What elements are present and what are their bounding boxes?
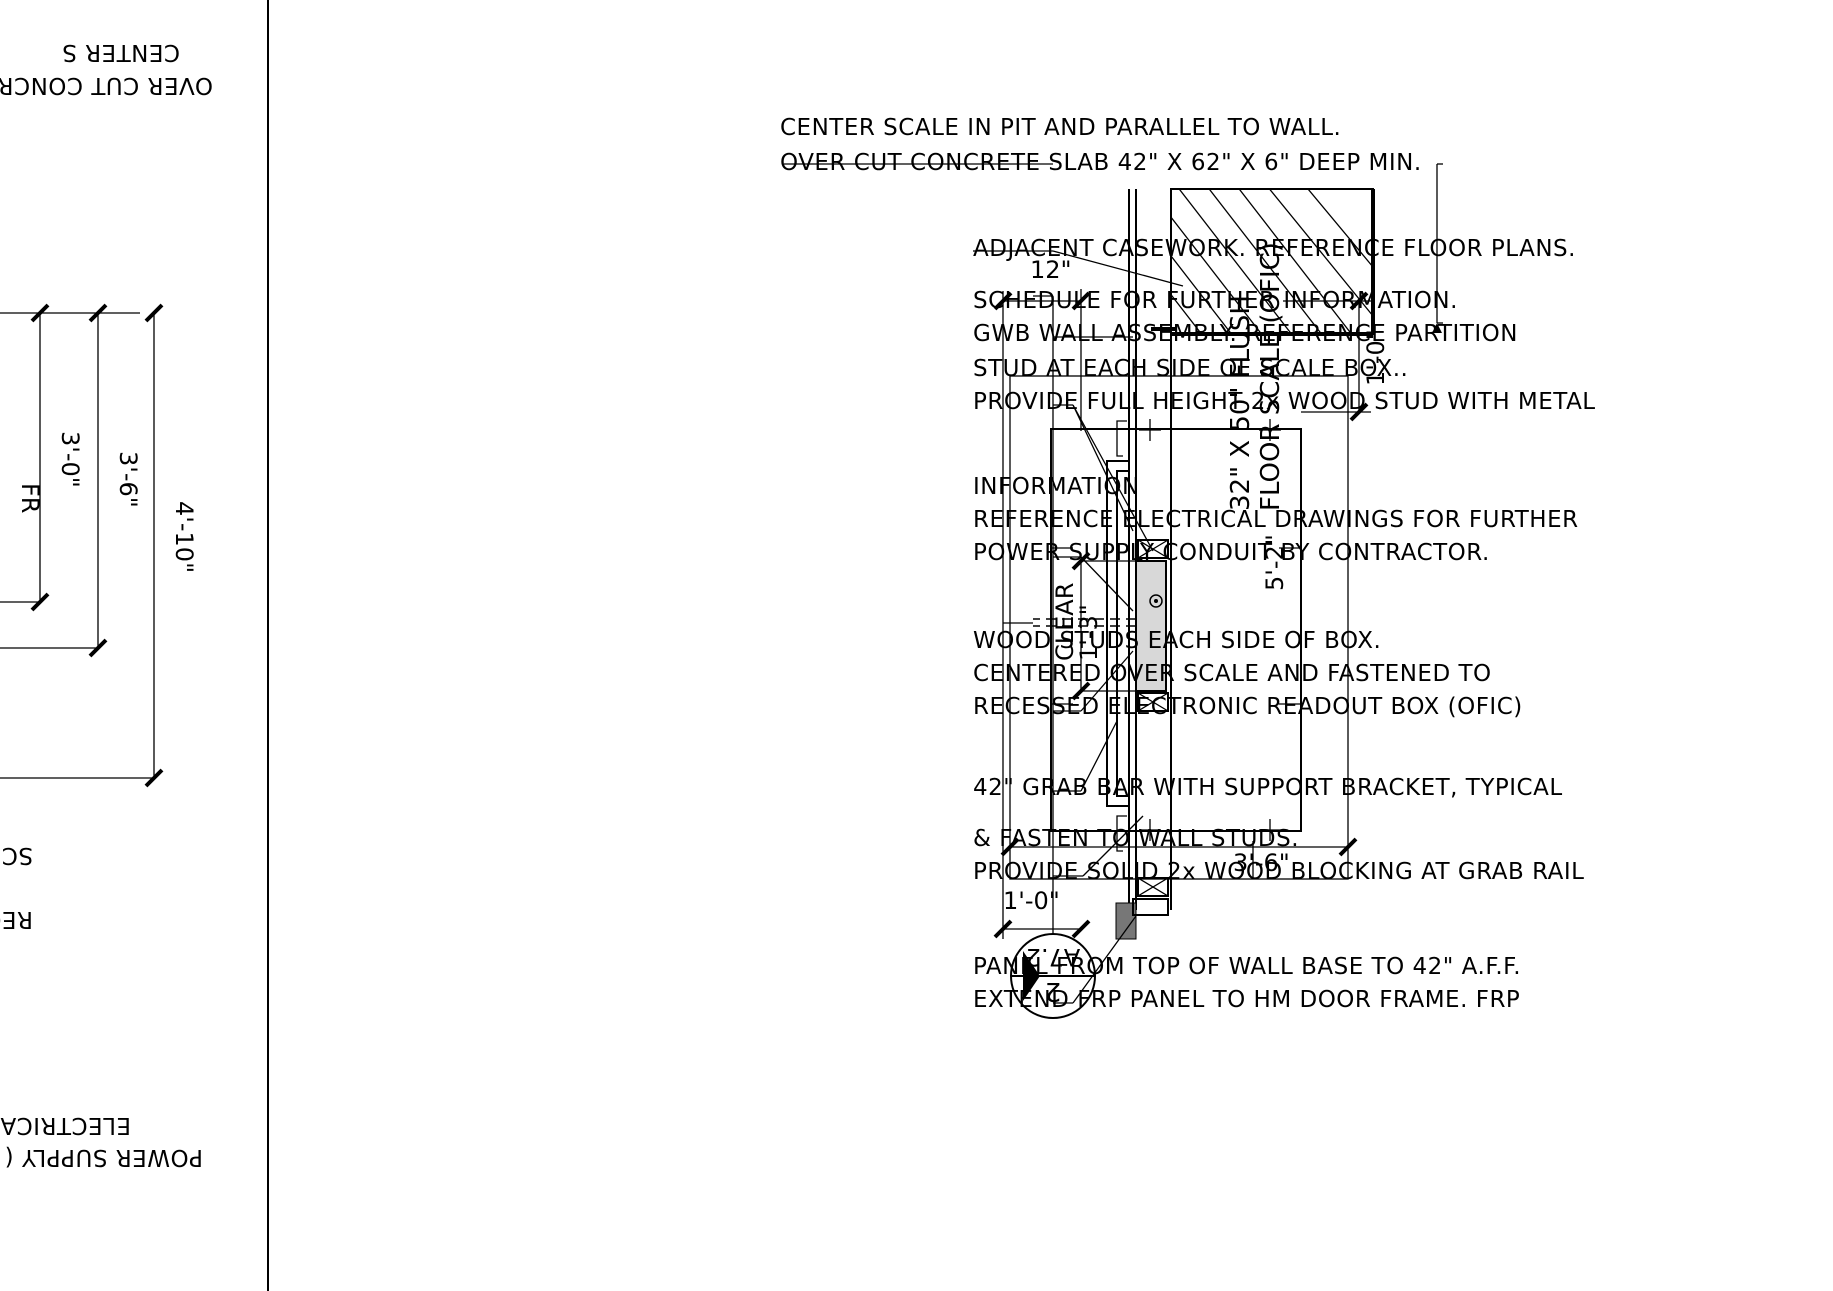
left-fragment-sc: SC <box>1 842 33 868</box>
note-readout-line-1: RECESSED ELECTRONIC READOUT BOX (OFIC) <box>973 694 1523 720</box>
dimension-3-0: 3'-0" <box>56 431 84 488</box>
readout-box <box>1135 560 1167 692</box>
note-frp-line-1: EXTEND FRP PANEL TO HM DOOR FRAME. FRP <box>973 987 1520 1013</box>
notes: OVER CUT CONCRETE SLAB 42" X 62" X 6" DE… <box>780 115 1596 1013</box>
note-slab-line-1: OVER CUT CONCRETE SLAB 42" X 62" X 6" DE… <box>780 150 1422 176</box>
left-fragment-rec: REC <box>0 906 33 932</box>
grab-bar <box>1106 420 1129 852</box>
dimension-1-3: 1'-3" <box>1075 604 1103 661</box>
section-marker-sheet: A7.2 <box>1026 943 1081 971</box>
dimension-3-6-scale: 3'-6" <box>1233 849 1290 877</box>
left-fragment-fr: FR <box>16 483 44 513</box>
left-panel-fragment: CENTER S OVER CUT CONCR SC REC ELECTRICA… <box>0 39 213 1170</box>
left-fragment-center-scale: CENTER S <box>62 39 180 65</box>
note-slab-line-2: CENTER SCALE IN PIT AND PARALLEL TO WALL… <box>780 115 1341 141</box>
dimension-clear: CLEAR <box>1051 583 1079 661</box>
note-stud-line-1: PROVIDE FULL HEIGHT 2x WOOD STUD WITH ME… <box>973 389 1596 415</box>
dimension-1-0-bottom: 1'-0" <box>1003 887 1060 915</box>
note-gwb-line-1: GWB WALL ASSEMBLY. REFERENCE PARTITION <box>973 321 1518 347</box>
note-grab-bar: 42" GRAB BAR WITH SUPPORT BRACKET, TYPIC… <box>973 775 1563 801</box>
note-readout-line-2: CENTERED OVER SCALE AND FASTENED TO <box>973 661 1492 687</box>
note-power-line-3: INFORMATION <box>973 474 1140 500</box>
section-marker-number: 2 <box>1045 976 1062 1006</box>
note-blocking-line-1: PROVIDE SOLID 2x WOOD BLOCKING AT GRAB R… <box>973 859 1585 885</box>
concrete-pit <box>1009 375 1349 880</box>
note-gwb-line-2: SCHEDULE FOR FURTHER INFORMATION. <box>973 288 1458 314</box>
dimension-12: 12" <box>1030 256 1072 284</box>
main-dimensions: 1'-0" 5'-2" 3'-6" 12" 1'-0" <box>993 256 1390 939</box>
scale-label-line-2: FLOOR SCALE (OFIC) <box>1256 242 1286 511</box>
leader-lines <box>784 163 1443 1004</box>
note-stud-line-2: STUD AT EACH SIDE OF SCALE BOX.. <box>973 356 1408 382</box>
dimension-4-10: 4'-10" <box>170 501 198 573</box>
section-marker: 2 A7.2 <box>1010 295 1096 1019</box>
note-power-line-1: POWER SUPPLY CONDUIT BY CONTRACTOR. <box>973 540 1490 566</box>
dimension-1-0-right: 1'-0" <box>1362 329 1390 386</box>
note-readout-line-3: WOOD STUDS EACH SIDE OF BOX. <box>973 628 1381 654</box>
note-frp-line-2: PANEL FROM TOP OF WALL BASE TO 42" A.F.F… <box>973 954 1521 980</box>
dimension-3-6: 3'-6" <box>114 451 142 508</box>
dimension-5-2: 5'-2" <box>1261 534 1289 591</box>
note-casework: ADJACENT CASEWORK. REFERENCE FLOOR PLANS… <box>973 236 1576 262</box>
note-blocking-line-2: & FASTEN TO WALL STUDS. <box>973 826 1299 852</box>
left-fragment-power-supply: POWER SUPPLY ( <box>4 1144 203 1170</box>
adjacent-casework <box>1151 188 1375 336</box>
scale-label-line-1: 32" X 50" FLUSH <box>1226 295 1256 511</box>
note-power-line-2: REFERENCE ELECTRICAL DRAWINGS FOR FURTHE… <box>973 507 1579 533</box>
left-fragment-electrical: ELECTRICAL <box>0 1112 131 1138</box>
left-fragment-over-cut: OVER CUT CONCR <box>0 72 213 98</box>
